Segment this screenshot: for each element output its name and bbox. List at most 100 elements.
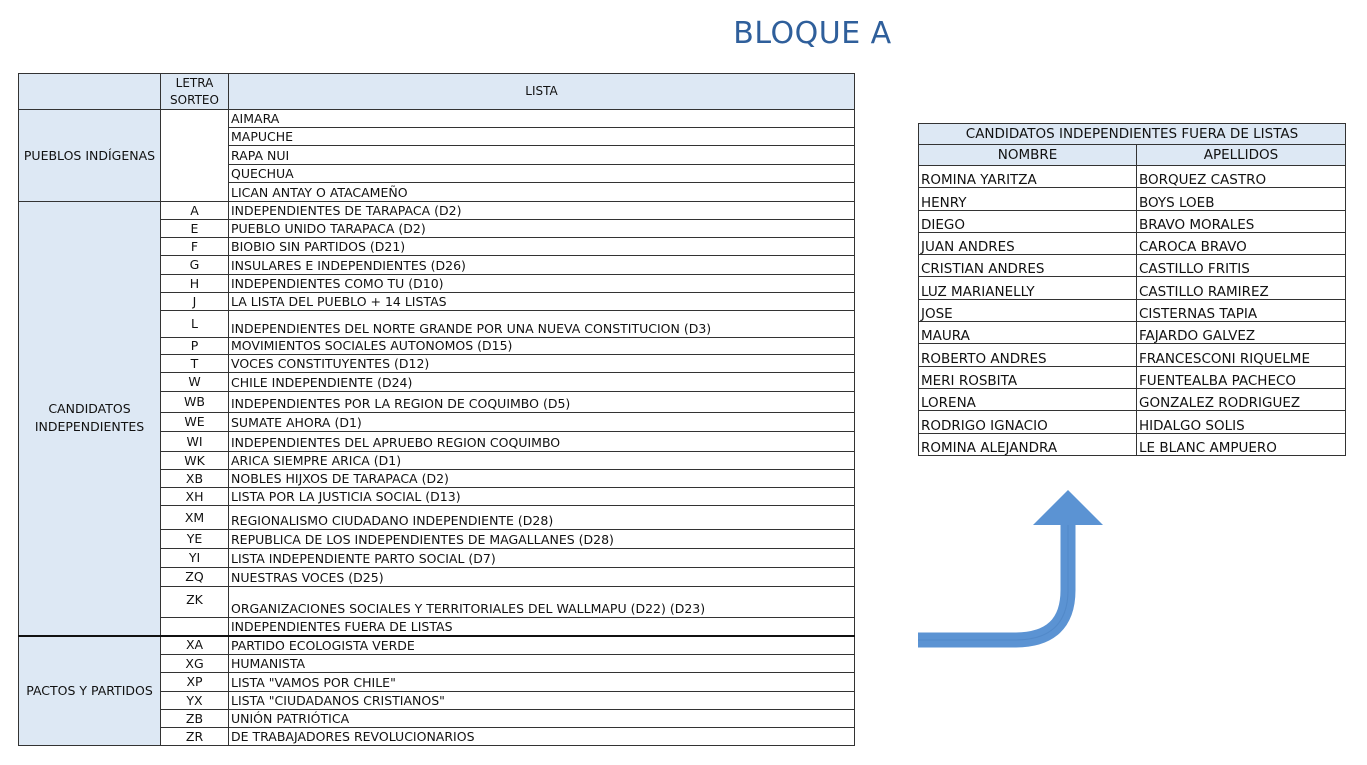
nombre-cell: CRISTIAN ANDRES bbox=[918, 254, 1137, 278]
nombre-cell: JUAN ANDRES bbox=[918, 231, 1137, 256]
nombre-cell: JOSE bbox=[918, 298, 1137, 323]
apellidos-cell: HIDALGO SOLIS bbox=[1136, 410, 1346, 434]
lista-cell: UNIÓN PATRIÓTICA bbox=[228, 709, 855, 728]
group-label: PUEBLOS INDÍGENAS bbox=[18, 109, 161, 202]
lista-cell: DE TRABAJADORES REVOLUCIONARIOS bbox=[228, 727, 855, 746]
group-label: PACTOS Y PARTIDOS bbox=[18, 634, 161, 746]
letra-cell: L bbox=[160, 310, 229, 338]
lista-cell: AIMARA bbox=[228, 109, 855, 128]
lista-cell: PUEBLO UNIDO TARAPACA (D2) bbox=[228, 219, 855, 238]
lista-cell: CHILE INDEPENDIENTE (D24) bbox=[228, 372, 855, 392]
header-empty bbox=[18, 73, 161, 110]
table-title-row: CANDIDATOS INDEPENDIENTES FUERA DE LISTA… bbox=[918, 123, 1346, 145]
letra-cell: F bbox=[160, 237, 229, 256]
apellidos-cell: GONZALEZ RODRIGUEZ bbox=[1136, 387, 1346, 412]
table-header-row: NOMBRE APELLIDOS bbox=[918, 144, 1346, 166]
lista-cell: INSULARES E INDEPENDIENTES (D26) bbox=[228, 255, 855, 275]
nombre-cell: DIEGO bbox=[918, 209, 1137, 233]
letra-cell: WB bbox=[160, 391, 229, 413]
letra-cell: P bbox=[160, 337, 229, 355]
group-label: CANDIDATOS INDEPENDIENTES bbox=[18, 201, 161, 636]
lista-cell: NOBLES HIJXOS DE TARAPACA (D2) bbox=[228, 469, 855, 488]
lista-cell: LICAN ANTAY O ATACAMEÑO bbox=[228, 182, 855, 202]
apellidos-cell: FUENTEALBA PACHECO bbox=[1136, 365, 1346, 389]
lista-cell: LISTA "VAMOS POR CHILE" bbox=[228, 672, 855, 692]
header-apellidos: APELLIDOS bbox=[1136, 144, 1346, 166]
lista-cell: INDEPENDIENTES FUERA DE LISTAS bbox=[228, 617, 855, 636]
apellidos-cell: CASTILLO RAMIREZ bbox=[1136, 276, 1346, 300]
apellidos-cell: LE BLANC AMPUERO bbox=[1136, 432, 1346, 456]
lista-cell: QUECHUA bbox=[228, 164, 855, 183]
nombre-cell: ROBERTO ANDRES bbox=[918, 343, 1137, 367]
lista-cell: LISTA INDEPENDIENTE PARTO SOCIAL (D7) bbox=[228, 548, 855, 568]
letra-cell bbox=[160, 109, 229, 202]
letra-cell: E bbox=[160, 219, 229, 238]
nombre-cell: RODRIGO IGNACIO bbox=[918, 410, 1137, 434]
apellidos-cell: FAJARDO GALVEZ bbox=[1136, 321, 1346, 345]
lista-cell: INDEPENDIENTES DEL APRUEBO REGION COQUIM… bbox=[228, 431, 855, 452]
apellidos-cell: CAROCA BRAVO bbox=[1136, 231, 1346, 256]
apellidos-cell: BOYS LOEB bbox=[1136, 187, 1346, 211]
nombre-cell: HENRY bbox=[918, 187, 1137, 211]
nombre-cell: MERI ROSBITA bbox=[918, 365, 1137, 389]
header-letra-sorteo: LETRA SORTEO bbox=[160, 73, 229, 110]
independent-candidates-table: CANDIDATOS INDEPENDIENTES FUERA DE LISTA… bbox=[918, 123, 1346, 456]
table-row: PUEBLOS INDÍGENAS AIMARA bbox=[18, 109, 855, 202]
letra-cell: YE bbox=[160, 529, 229, 549]
letra-cell: XB bbox=[160, 469, 229, 488]
letra-cell: XM bbox=[160, 505, 229, 530]
lista-cell: LA LISTA DEL PUEBLO + 14 LISTAS bbox=[228, 292, 855, 311]
letra-cell: ZQ bbox=[160, 567, 229, 587]
letra-cell: G bbox=[160, 255, 229, 275]
lista-cell: INDEPENDIENTES DEL NORTE GRANDE POR UNA … bbox=[228, 310, 855, 338]
lista-cell: MOVIMIENTOS SOCIALES AUTONOMOS (D15) bbox=[228, 337, 855, 355]
letra-cell: XH bbox=[160, 487, 229, 506]
letra-cell: WK bbox=[160, 451, 229, 470]
curved-arrow-icon bbox=[918, 490, 1103, 648]
letra-cell: H bbox=[160, 274, 229, 293]
letra-cell: ZK bbox=[160, 586, 229, 618]
letra-cell: WE bbox=[160, 412, 229, 432]
lista-cell: REGIONALISMO CIUDADANO INDEPENDIENTE (D2… bbox=[228, 505, 855, 530]
lista-cell: REPUBLICA DE LOS INDEPENDIENTES DE MAGAL… bbox=[228, 529, 855, 549]
letra-cell: T bbox=[160, 354, 229, 373]
letra-cell: ZB bbox=[160, 709, 229, 728]
lista-cell: VOCES CONSTITUYENTES (D12) bbox=[228, 354, 855, 373]
lista-cell: BIOBIO SIN PARTIDOS (D21) bbox=[228, 237, 855, 256]
apellidos-cell: CISTERNAS TAPIA bbox=[1136, 298, 1346, 323]
letra-cell: A bbox=[160, 201, 229, 220]
apellidos-cell: BORQUEZ CASTRO bbox=[1136, 164, 1346, 189]
nombre-cell: ROMINA ALEJANDRA bbox=[918, 432, 1137, 456]
lista-cell: PARTIDO ECOLOGISTA VERDE bbox=[228, 634, 855, 655]
letra-cell bbox=[160, 617, 229, 636]
apellidos-cell: CASTILLO FRITIS bbox=[1136, 254, 1346, 278]
lista-cell: HUMANISTA bbox=[228, 654, 855, 673]
table-title: CANDIDATOS INDEPENDIENTES FUERA DE LISTA… bbox=[918, 123, 1346, 145]
letra-cell: XP bbox=[160, 672, 229, 692]
letra-cell: YI bbox=[160, 548, 229, 568]
nombre-cell: MAURA bbox=[918, 321, 1137, 345]
letra-cell: YX bbox=[160, 691, 229, 710]
apellidos-cell: BRAVO MORALES bbox=[1136, 209, 1346, 233]
lista-cell: MAPUCHE bbox=[228, 127, 855, 146]
lista-cell: SUMATE AHORA (D1) bbox=[228, 412, 855, 432]
